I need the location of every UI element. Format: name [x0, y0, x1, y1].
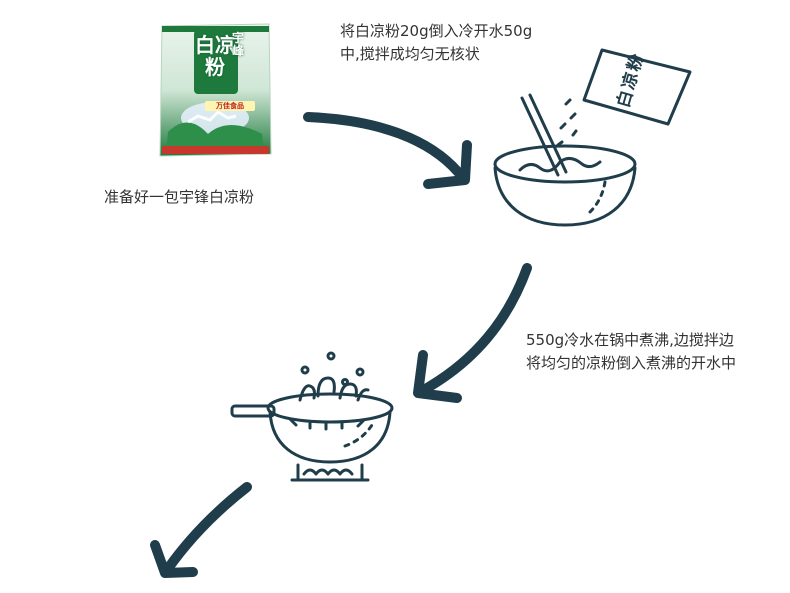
stirring-spoon-icon: [520, 93, 568, 177]
step-2-caption: 将白凉粉20g倒入冷开水50g中,搅拌成均匀无核状: [340, 22, 533, 63]
arrow-icon: [150, 482, 252, 578]
package-name: 白凉粉: [195, 33, 235, 79]
step-3-caption: 550g冷水在锅中煮沸,边搅拌边将均匀的凉粉倒入煮沸的开水中: [526, 331, 737, 372]
package-brand: 宇峰: [232, 31, 245, 58]
arrow-icon: [303, 112, 472, 189]
mixing-bowl-icon: [493, 144, 637, 227]
boiling-pot-icon: [230, 351, 394, 464]
arrow-icon: [413, 263, 532, 403]
package-subtitle: 万佳食品: [205, 101, 255, 111]
stove-flame-icon: [290, 463, 370, 482]
step-1-caption: 准备好一包宇锋白凉粉: [104, 188, 255, 206]
powder-box-label: 白凉粉: [613, 49, 649, 111]
